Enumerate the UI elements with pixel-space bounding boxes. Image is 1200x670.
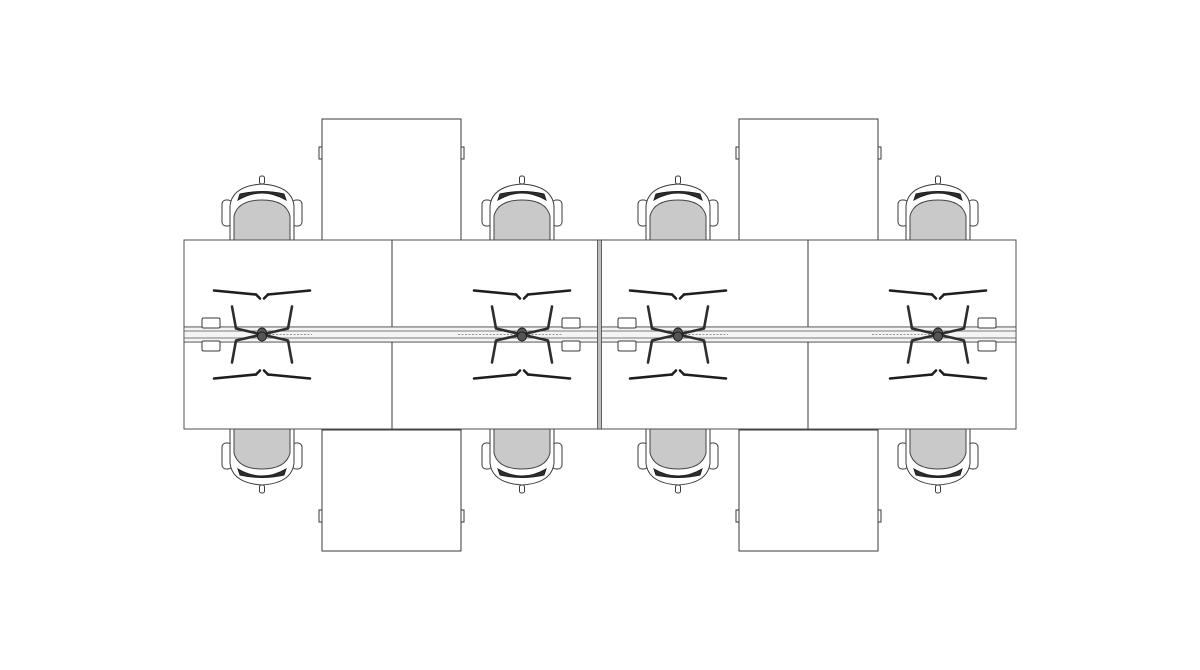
monitor-screen bbox=[526, 373, 572, 380]
monitor-screen bbox=[888, 289, 934, 296]
arm-clamp bbox=[517, 331, 527, 342]
monitor-arm bbox=[212, 289, 312, 338]
chair-knob bbox=[675, 175, 681, 185]
desk-top bbox=[599, 341, 809, 430]
chair-seat bbox=[909, 199, 967, 241]
monitor-arm bbox=[628, 289, 728, 338]
chair-knob bbox=[935, 175, 941, 185]
power-module bbox=[201, 340, 221, 352]
monitor-screen bbox=[526, 289, 572, 296]
storage-pedestal bbox=[735, 118, 882, 241]
chair-backrest bbox=[653, 191, 703, 202]
monitor-arms bbox=[212, 289, 988, 380]
office-chair bbox=[637, 175, 719, 241]
desk-top bbox=[391, 341, 601, 430]
chair-seat bbox=[233, 199, 291, 241]
chair-seat bbox=[649, 428, 707, 470]
power-module bbox=[561, 340, 581, 352]
chair-knob bbox=[519, 484, 525, 494]
monitor-arm bbox=[472, 331, 572, 380]
arm-clamp bbox=[673, 331, 683, 342]
center-spine bbox=[183, 239, 1017, 430]
chair-backrest bbox=[653, 467, 703, 478]
storage-pedestal bbox=[318, 429, 465, 552]
monitor-screen bbox=[472, 373, 518, 380]
office-chair bbox=[481, 428, 563, 494]
monitor-screen bbox=[212, 373, 258, 380]
monitor-arm bbox=[212, 331, 312, 380]
power-module bbox=[617, 340, 637, 352]
monitor-screen bbox=[628, 373, 674, 380]
desk-top bbox=[599, 239, 809, 328]
chair-seat bbox=[909, 428, 967, 470]
monitor-screen bbox=[472, 289, 518, 296]
chair-backrest bbox=[913, 467, 963, 478]
chair-knob bbox=[259, 175, 265, 185]
desk-top bbox=[183, 341, 393, 430]
chair-seat bbox=[649, 199, 707, 241]
office-chair bbox=[637, 428, 719, 494]
power-module bbox=[617, 317, 637, 329]
monitor-arm bbox=[472, 289, 572, 338]
chairs bbox=[221, 175, 979, 494]
office-chair bbox=[221, 428, 303, 494]
power-module bbox=[561, 317, 581, 329]
monitor-screen bbox=[942, 373, 988, 380]
arm-clamp bbox=[257, 331, 267, 342]
storage-pedestal bbox=[735, 429, 882, 552]
monitor-arm bbox=[628, 331, 728, 380]
desk-top bbox=[391, 239, 601, 328]
chair-seat bbox=[233, 428, 291, 470]
arm-clamp bbox=[933, 331, 943, 342]
office-chair bbox=[221, 175, 303, 241]
desk-top bbox=[807, 239, 1017, 328]
chair-backrest bbox=[237, 191, 287, 202]
chair-knob bbox=[935, 484, 941, 494]
monitor-screen bbox=[628, 289, 674, 296]
power-module bbox=[977, 317, 997, 329]
office-chair bbox=[481, 175, 563, 241]
chair-backrest bbox=[913, 191, 963, 202]
chair-seat bbox=[493, 199, 551, 241]
desks bbox=[183, 239, 1017, 430]
office-chair bbox=[897, 175, 979, 241]
bench-divider bbox=[597, 239, 602, 430]
chair-seat bbox=[493, 428, 551, 470]
desk-top bbox=[183, 239, 393, 328]
chair-backrest bbox=[497, 467, 547, 478]
chair-knob bbox=[519, 175, 525, 185]
power-module bbox=[201, 317, 221, 329]
monitor-screen bbox=[942, 289, 988, 296]
monitor-screen bbox=[212, 289, 258, 296]
monitor-screen bbox=[888, 373, 934, 380]
monitor-arm bbox=[888, 331, 988, 380]
monitor-screen bbox=[682, 289, 728, 296]
storage-units bbox=[318, 118, 882, 552]
office-chair bbox=[897, 428, 979, 494]
monitor-screen bbox=[266, 373, 312, 380]
power-module bbox=[977, 340, 997, 352]
chair-backrest bbox=[497, 191, 547, 202]
chair-knob bbox=[259, 484, 265, 494]
monitor-screen bbox=[266, 289, 312, 296]
desk-top bbox=[807, 341, 1017, 430]
storage-pedestal bbox=[318, 118, 465, 241]
chair-backrest bbox=[237, 467, 287, 478]
monitor-screen bbox=[682, 373, 728, 380]
chair-knob bbox=[675, 484, 681, 494]
